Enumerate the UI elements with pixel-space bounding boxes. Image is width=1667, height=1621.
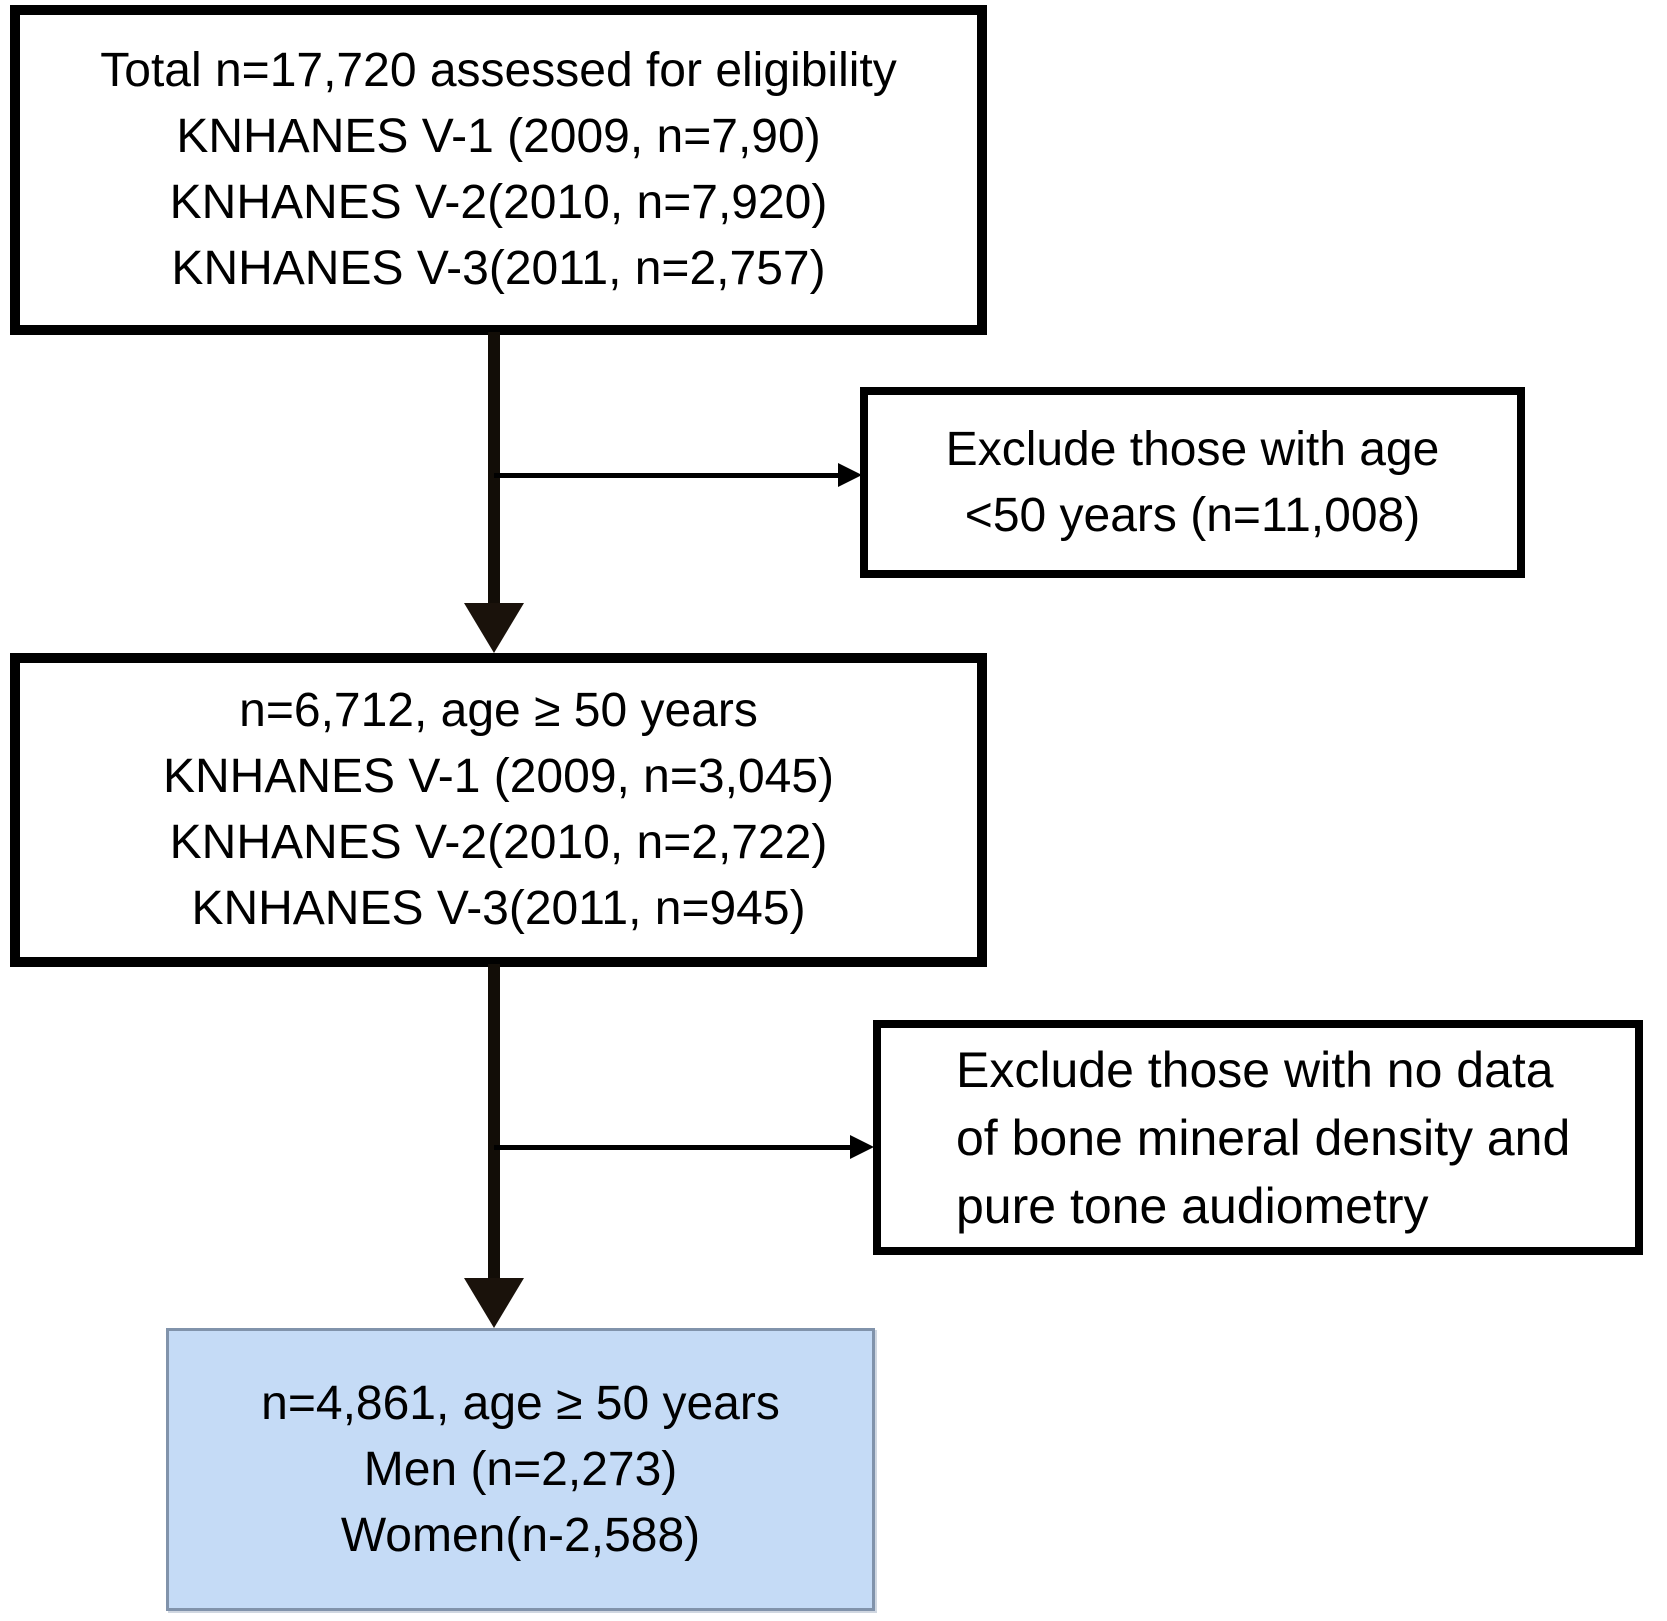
arrowhead-right-2-icon	[850, 1135, 874, 1159]
box-final-sample-line: n=4,861, age ≥ 50 years	[261, 1376, 780, 1430]
box-total-eligibility-line: KNHANES V-1 (2009, n=7,90)	[176, 110, 821, 163]
box-final-sample: n=4,861, age ≥ 50 years Men (n=2,273) Wo…	[166, 1328, 875, 1611]
box-exclude-age-line: Exclude those with age	[945, 422, 1440, 476]
box-exclude-no-data: Exclude those with no data of bone miner…	[873, 1020, 1643, 1255]
connector-down-1	[488, 332, 500, 610]
box-age-over-50-line: KNHANES V-2(2010, n=2,722)	[169, 816, 828, 869]
box-exclude-no-data-line: of bone mineral density and	[956, 1109, 1571, 1166]
box-final-sample-line: Women(n-2,588)	[340, 1508, 701, 1562]
box-exclude-age-line: <50 years (n=11,008)	[964, 488, 1421, 542]
box-age-over-50: n=6,712, age ≥ 50 years KNHANES V-1 (200…	[10, 653, 987, 967]
box-age-over-50-line: n=6,712, age ≥ 50 years	[239, 684, 758, 737]
arrowhead-down-1-icon	[464, 603, 524, 653]
branch-line-1	[494, 473, 842, 478]
box-total-eligibility-line: KNHANES V-2(2010, n=7,920)	[169, 176, 828, 229]
box-age-over-50-line: KNHANES V-3(2011, n=945)	[191, 882, 806, 935]
arrowhead-down-2-icon	[464, 1278, 524, 1328]
box-exclude-age: Exclude those with age <50 years (n=11,0…	[860, 387, 1525, 578]
box-final-sample-line: Men (n=2,273)	[363, 1442, 678, 1496]
box-age-over-50-line: KNHANES V-1 (2009, n=3,045)	[162, 750, 835, 803]
box-exclude-no-data-line: Exclude those with no data	[956, 1041, 1554, 1098]
box-exclude-no-data-line: pure tone audiometry	[956, 1177, 1429, 1234]
connector-down-2	[488, 964, 500, 1284]
box-total-eligibility-line: KNHANES V-3(2011, n=2,757)	[171, 242, 826, 295]
box-total-eligibility: Total n=17,720 assessed for eligibility …	[10, 5, 987, 335]
box-total-eligibility-line: Total n=17,720 assessed for eligibility	[100, 44, 897, 97]
branch-line-2	[494, 1145, 854, 1150]
arrowhead-right-1-icon	[838, 463, 862, 487]
